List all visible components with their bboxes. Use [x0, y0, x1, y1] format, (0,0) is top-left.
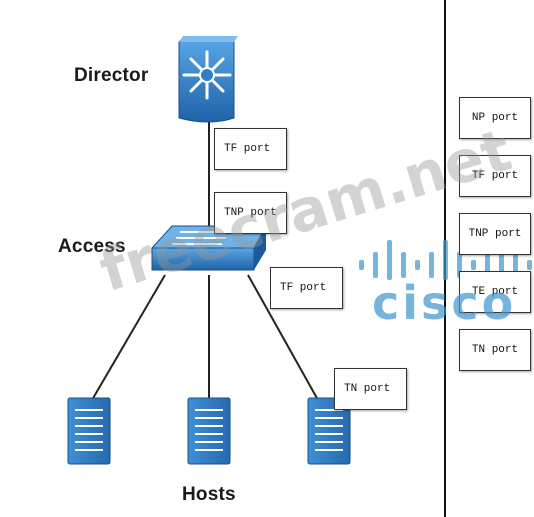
- link-access-host-1: [91, 274, 166, 401]
- answer-option[interactable]: TE port: [459, 271, 531, 313]
- host-server-icon: [67, 397, 111, 465]
- port-label-host-side[interactable]: TN port: [334, 368, 407, 410]
- answer-option[interactable]: NP port: [459, 97, 531, 139]
- access-switch-icon: [150, 225, 267, 271]
- port-label-access-host[interactable]: TF port: [270, 267, 343, 309]
- port-label-director-access-bottom[interactable]: TNP port: [214, 192, 287, 234]
- director-label: Director: [74, 65, 149, 86]
- answer-option[interactable]: TF port: [459, 155, 531, 197]
- access-label: Access: [58, 236, 126, 257]
- director-device-icon: [178, 36, 238, 123]
- port-label-director-access-top[interactable]: TF port: [214, 128, 287, 170]
- answer-option[interactable]: TN port: [459, 329, 531, 371]
- link-access-host-3: [247, 274, 319, 401]
- host-server-icon: [187, 397, 231, 465]
- answer-option[interactable]: TNP port: [459, 213, 531, 255]
- hosts-label: Hosts: [182, 484, 236, 505]
- host-server-icon: [307, 397, 351, 465]
